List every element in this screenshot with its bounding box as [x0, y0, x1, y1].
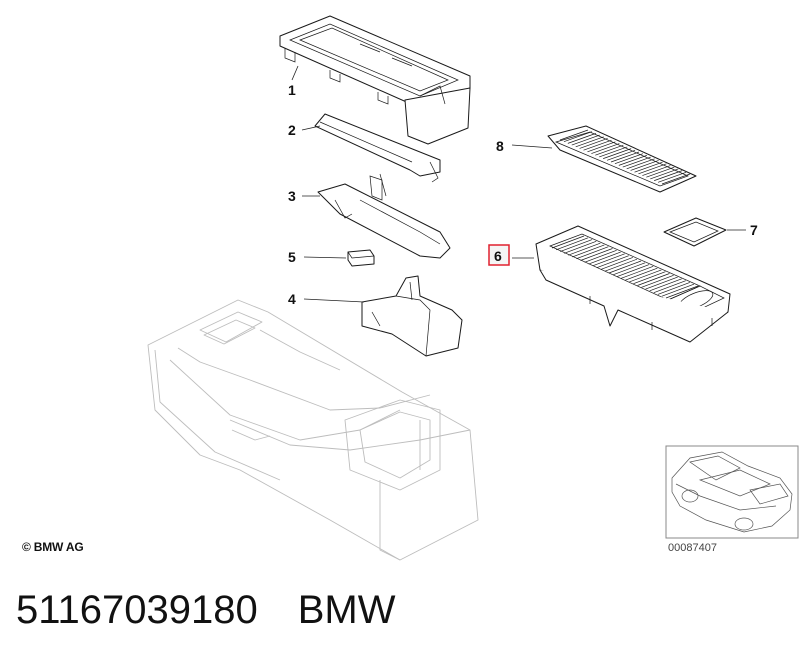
callout-6[interactable]: 6	[494, 248, 502, 264]
copyright-notice: © BMW AG	[22, 540, 84, 554]
grille-slat	[641, 274, 674, 288]
callouts: 1 2 3 5 4 8 6 7	[288, 82, 758, 307]
grille-slat	[625, 267, 658, 281]
leader-lines	[291, 65, 746, 303]
part-3-bracket	[317, 173, 451, 259]
callout-1[interactable]: 1	[288, 82, 296, 98]
grille-slat	[657, 282, 690, 295]
part-4-holder	[361, 275, 463, 357]
grille-slat	[634, 161, 663, 173]
grille-slat	[603, 148, 632, 159]
grille-slat	[622, 156, 651, 168]
grille-slat	[665, 285, 699, 299]
callout-2[interactable]: 2	[288, 122, 296, 138]
grille-slat	[626, 158, 655, 170]
brand-name: BMW	[297, 588, 396, 632]
grille-slat	[563, 131, 593, 143]
grille-slat	[608, 260, 642, 274]
grille-slat	[661, 283, 695, 297]
grille-slat	[555, 237, 589, 251]
grille-slat	[661, 173, 691, 185]
part-5-clip	[347, 249, 375, 267]
grille-slat	[633, 271, 666, 285]
grille-slat	[583, 139, 612, 151]
callout-7[interactable]: 7	[750, 222, 758, 238]
part-1-storage-tray	[279, 15, 471, 145]
part-8-grille-insert	[547, 125, 697, 193]
grille-slat	[630, 160, 659, 171]
car-locator-thumbnail	[665, 445, 799, 539]
grille-slat	[649, 278, 682, 292]
grille-slat	[629, 269, 662, 283]
grille-slat	[606, 149, 636, 161]
footer-title: 51167039180 BMW	[16, 588, 396, 633]
grille-slat	[564, 241, 597, 254]
grille-slat	[591, 143, 620, 154]
grille-slat	[621, 266, 654, 279]
grille-slat	[642, 165, 671, 176]
callout-3[interactable]: 3	[288, 188, 296, 204]
callout-6-highlight-box	[488, 244, 510, 266]
grille-slat	[567, 133, 596, 144]
part-2-cover-strip	[314, 113, 441, 183]
callout-8[interactable]: 8	[496, 138, 504, 154]
grille-slat	[560, 239, 593, 252]
grille-slat	[599, 146, 628, 158]
grille-slat	[551, 235, 585, 249]
grille-slat	[612, 262, 646, 276]
center-console-ghost-outline	[147, 299, 479, 561]
callout-5[interactable]: 5	[288, 249, 296, 265]
grille-slat	[653, 280, 686, 293]
grille-slat	[584, 249, 617, 263]
grille-slat	[604, 258, 638, 272]
grille-slat	[618, 155, 647, 166]
grille-slat	[559, 129, 589, 141]
grille-slat	[654, 170, 683, 181]
grille-slat	[638, 163, 667, 175]
grille-slat	[646, 166, 675, 178]
grille-slat	[637, 273, 670, 286]
grille-slat	[595, 144, 624, 156]
grille-slat	[650, 168, 679, 180]
grille-slat	[596, 255, 629, 268]
grille-slat	[645, 276, 678, 290]
grille-slat	[614, 153, 644, 165]
grille-slat	[575, 136, 604, 148]
part-6-cupholder-insert	[535, 225, 731, 343]
grille-slat	[580, 248, 613, 261]
grille-slat	[587, 141, 616, 153]
grille-slat	[572, 244, 605, 258]
grille-slat	[568, 242, 601, 256]
grille-slat	[600, 257, 633, 270]
callout-4[interactable]: 4	[288, 291, 296, 307]
grille-slat	[610, 151, 640, 163]
grille-slat	[571, 134, 600, 146]
grille-slat	[592, 253, 625, 267]
part-7-pad	[663, 217, 727, 247]
grille-slat	[617, 264, 650, 277]
grille-slat	[579, 138, 608, 149]
grille-slat	[657, 171, 687, 183]
grille-slat	[576, 246, 609, 260]
grille-slat	[588, 251, 621, 265]
part-number: 51167039180	[16, 588, 258, 632]
thumbnail-code: 00087407	[668, 542, 717, 554]
